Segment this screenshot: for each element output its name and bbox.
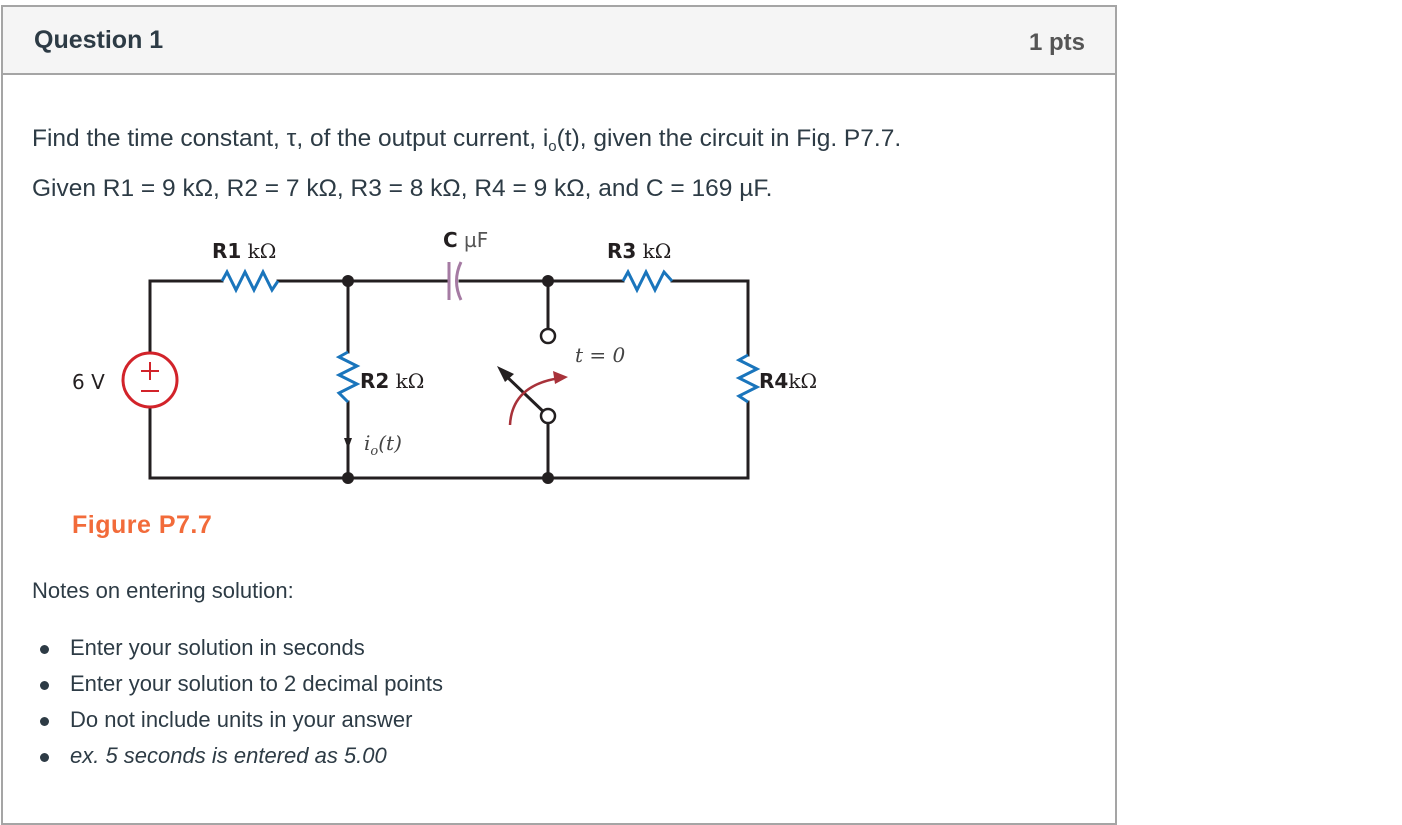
figure-caption: Figure P7.7	[72, 511, 213, 539]
question-text-part: Find the time constant, τ, of the output…	[32, 125, 549, 152]
question-text: Find the time constant, τ, of the output…	[32, 118, 901, 210]
notes-title: Notes on entering solution:	[32, 578, 294, 603]
question-text-line-2: Given R1 = 9 kΩ, R2 = 7 kΩ, R3 = 8 kΩ, R…	[32, 175, 773, 202]
notes-item: Enter your solution to 2 decimal points	[32, 666, 443, 702]
question-points: 1 pts	[1028, 29, 1085, 56]
notes-item: Enter your solution in seconds	[32, 630, 443, 666]
question-text-subscript: o	[548, 138, 557, 155]
question-text-line-1: Find the time constant, τ, of the output…	[32, 118, 901, 168]
notes-item: Do not include units in your answer	[32, 702, 443, 738]
notes-list: Enter your solution in seconds Enter you…	[32, 630, 443, 774]
question-text-part: (t), given the circuit in Fig. P7.7.	[556, 125, 902, 152]
notes-item-example: ex. 5 seconds is entered as 5.00	[32, 738, 443, 774]
question-title: Question 1	[34, 26, 164, 54]
question-header: Question 1 1 pts	[3, 7, 1115, 75]
